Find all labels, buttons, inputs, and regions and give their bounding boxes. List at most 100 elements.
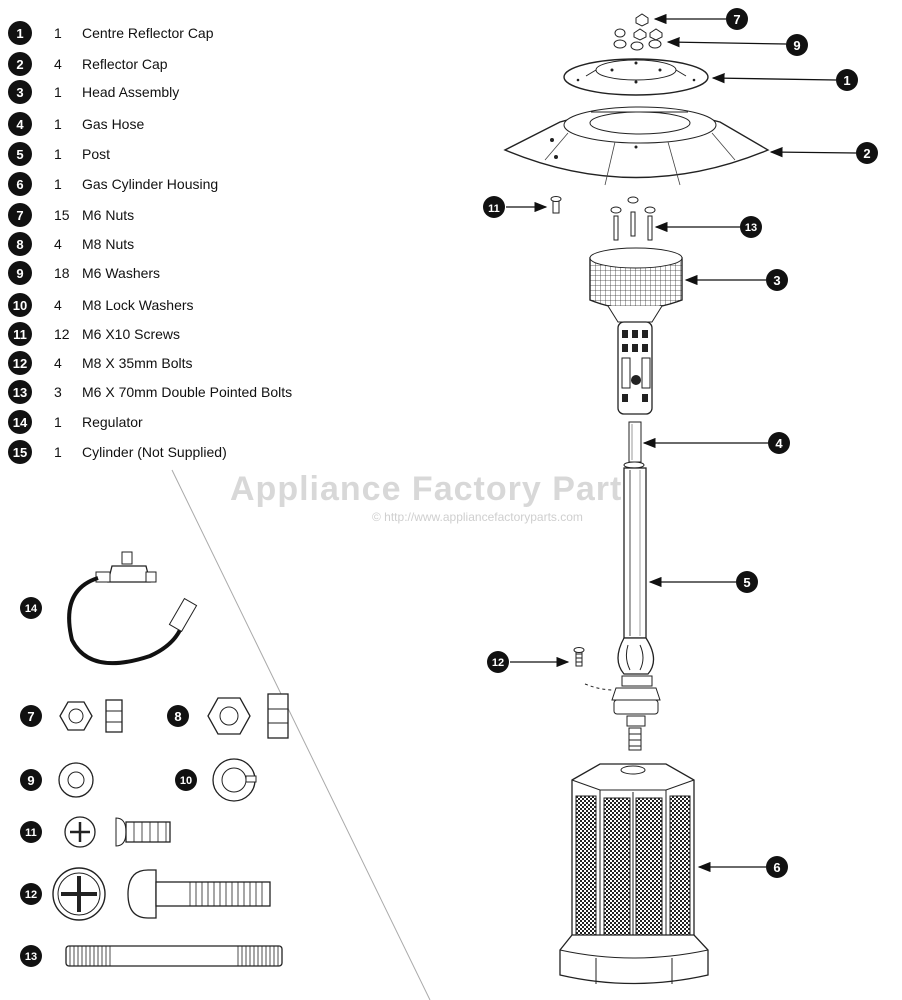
parts-list-row: 6 1 Gas Cylinder Housing [8,171,218,197]
gas-cylinder-housing [559,763,709,985]
callout-badge [836,69,858,91]
callout-badge [768,432,790,454]
parts-list-row: 13 3 M6 X 70mm Double Pointed Bolts [8,379,292,405]
part-quantity: 4 [54,236,62,252]
parts-list-row: 9 18 M6 Washers [8,260,160,286]
part-number-badge: 13 [8,380,32,404]
hardware-details: 14 7 8 9 10 [20,551,289,967]
part-quantity: 4 [54,355,62,371]
callout-label: 2 [863,146,870,161]
part-description: Reflector Cap [82,56,168,72]
parts-list-row: 1 1 Centre Reflector Cap [8,20,214,46]
part-description: Centre Reflector Cap [82,25,214,41]
centre-reflector-cap [563,58,709,96]
callout-label: 1 [843,73,850,88]
part-description: Gas Hose [82,116,145,132]
hardware-label: 7 [27,709,34,724]
callout-label: 9 [793,38,800,53]
callout-label: 6 [773,860,780,875]
part-number-badge: 14 [8,410,32,434]
callout-label: 7 [733,12,740,27]
callouts: 7 9 1 2 11 13 3 4 5 12 6 [483,8,878,878]
parts-list-row: 10 4 M8 Lock Washers [8,292,194,318]
part-number-badge: 3 [8,80,32,104]
bolt-12 [573,647,585,667]
part-number-badge: 9 [8,261,32,285]
part-description: M8 Nuts [82,236,135,252]
part-description: Gas Cylinder Housing [82,176,219,192]
part-number-badge: 15 [8,440,32,464]
screw-and-bolts [550,196,656,241]
divider-line [171,469,431,1000]
part-number-badge: 12 [8,351,32,375]
part-number-badge: 4 [8,112,32,136]
hardware-label: 13 [25,951,37,963]
callout-badge [740,216,762,238]
parts-list-row: 11 12 M6 X10 Screws [8,321,180,347]
part-number-badge: 7 [8,203,32,227]
parts-list-row: 15 1 Cylinder (Not Supplied) [8,439,227,465]
part-quantity: 12 [54,326,70,342]
part-description: Head Assembly [82,84,180,100]
part-number-badge: 2 [8,52,32,76]
callout-badge [726,8,748,30]
head-assembly [589,247,683,415]
callout-badge [766,856,788,878]
part-number-badge: 11 [8,322,32,346]
parts-list-row: 8 4 M8 Nuts [8,231,134,257]
part-quantity: 15 [54,207,70,223]
top-hardware [613,13,663,51]
part-quantity: 1 [54,84,62,100]
part-quantity: 1 [54,116,62,132]
callout-label: 5 [743,575,750,590]
callout-badge [483,196,505,218]
hardware-label: 10 [180,775,192,787]
part-quantity: 18 [54,265,70,281]
callout-badge [487,651,509,673]
hardware-label: 9 [27,773,34,788]
parts-list-row: 3 1 Head Assembly [8,79,179,105]
parts-list-row: 12 4 M8 X 35mm Bolts [8,350,192,376]
hardware-label: 12 [25,889,37,901]
callout-label: 3 [773,273,780,288]
part-number-badge: 8 [8,232,32,256]
part-description: M6 X 70mm Double Pointed Bolts [82,384,293,400]
regulator-illustration [67,551,198,666]
part-quantity: 1 [54,444,62,460]
part-quantity: 4 [54,297,62,313]
part-number-badge: 10 [8,293,32,317]
part-number-badge: 1 [8,21,32,45]
callout-label: 13 [745,222,757,234]
part-number-badge: 6 [8,172,32,196]
part-description: M8 X 35mm Bolts [82,355,193,371]
hardware-label: 14 [25,603,38,615]
gas-hose-segment [628,421,642,463]
post [584,461,661,751]
part-number-badge: 5 [8,142,32,166]
hardware-label: 8 [174,709,181,724]
part-quantity: 1 [54,176,62,192]
hardware-label: 11 [25,827,37,839]
callout-badge [736,571,758,593]
parts-list-row: 4 1 Gas Hose [8,111,144,137]
part-description: M6 X10 Screws [82,326,181,342]
parts-list-row: 14 1 Regulator [8,409,143,435]
callout-badge [766,269,788,291]
parts-list-row: 7 15 M6 Nuts [8,202,134,228]
part-quantity: 3 [54,384,62,400]
callout-label: 11 [488,203,500,215]
part-quantity: 1 [54,414,62,430]
parts-list-row: 2 4 Reflector Cap [8,51,168,77]
callout-label: 12 [492,657,504,669]
parts-list-row: 5 1 Post [8,141,110,167]
callout-badge [786,34,808,56]
reflector [503,106,770,186]
part-description: Cylinder (Not Supplied) [82,444,227,460]
callout-label: 4 [775,436,783,451]
watermark-title: Appliance Factory Parts [230,470,643,508]
part-description: M8 Lock Washers [82,297,194,313]
part-quantity: 4 [54,56,62,72]
part-description: Post [82,146,111,162]
watermark-url: © http://www.appliancefactoryparts.com [372,510,583,524]
